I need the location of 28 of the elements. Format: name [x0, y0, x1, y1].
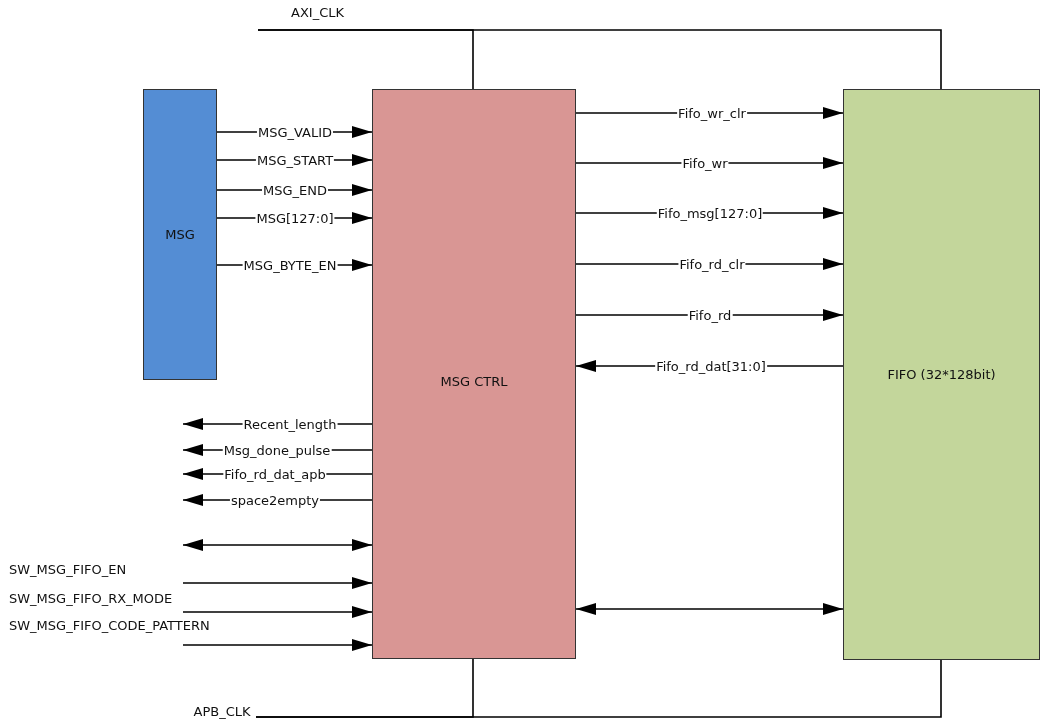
edge-label: Fifo_rd	[687, 307, 733, 323]
edge-label: SW_MSG_FIFO_CODE_PATTERN	[8, 618, 211, 633]
block-label: FIFO (32*128bit)	[887, 367, 996, 382]
block-box	[843, 89, 1040, 660]
edge-label: Fifo_rd_dat_apb	[223, 466, 327, 482]
edge-label: Fifo_wr_clr	[677, 105, 747, 121]
edge-label: MSG[127:0]	[255, 210, 335, 226]
edge-label: Fifo_msg[127:0]	[656, 205, 764, 221]
edge-label: Fifo_wr	[681, 155, 729, 171]
block-box	[143, 89, 217, 380]
edge-label: SW_MSG_FIFO_EN	[8, 562, 128, 577]
arrow	[575, 603, 844, 615]
edge-label: Msg_done_pulse	[222, 442, 332, 458]
edge-label: Fifo_rd_dat[31:0]	[655, 358, 767, 374]
edge-label: SW_MSG_FIFO_RX_MODE	[8, 591, 174, 606]
block-label: MSG	[165, 227, 195, 242]
signal-name: APB_CLK	[193, 703, 251, 719]
clock-line	[255, 659, 942, 718]
block-box	[372, 89, 576, 659]
arrow	[182, 539, 373, 551]
block-label: MSG CTRL	[440, 374, 508, 389]
clock-line	[257, 29, 942, 90]
edge-label: Fifo_rd_clr	[678, 256, 746, 272]
edge-label: Recent_length	[242, 416, 338, 432]
arrow	[182, 577, 373, 589]
arrow	[182, 606, 373, 618]
arrow	[182, 639, 373, 651]
signal-name: AXI_CLK	[291, 5, 344, 20]
